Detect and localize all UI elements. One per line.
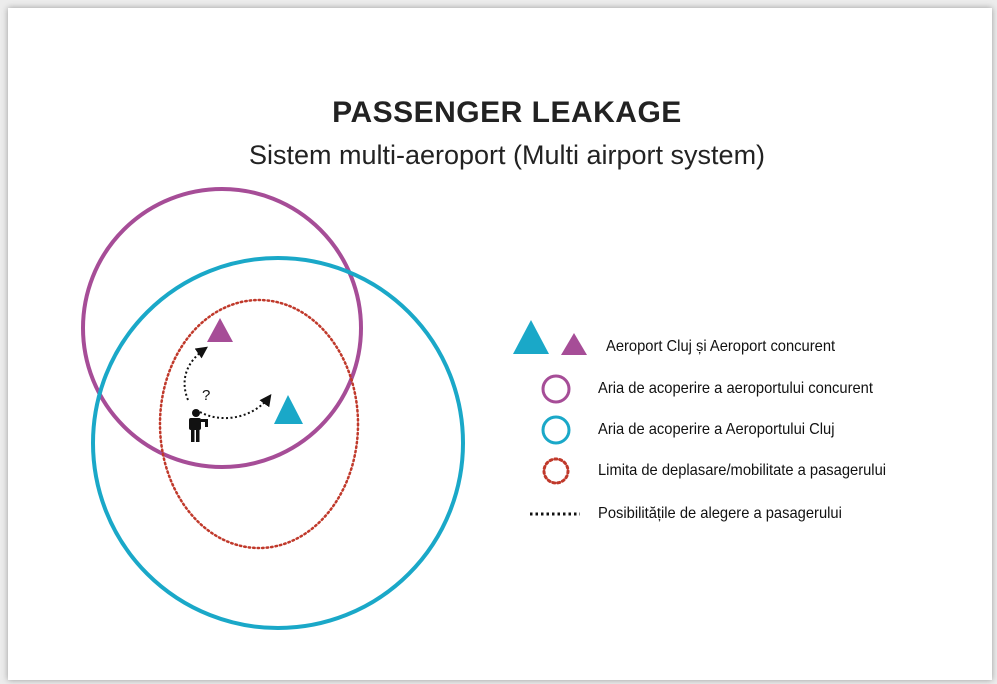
legend-label-airports: Aeroport Cluj și Aeroport concurent: [606, 338, 836, 355]
legend-cluj-triangle-icon: [513, 320, 549, 354]
competitor-airport-triangle: [207, 318, 233, 342]
mobility-limit-circle: [158, 298, 360, 550]
question-mark: ?: [202, 387, 210, 404]
legend-competitor-triangle-icon: [561, 333, 587, 355]
legend-cluj-circle-icon: [541, 415, 571, 445]
cluj-coverage-circle: [91, 256, 465, 630]
competitor-coverage-circle: [81, 187, 363, 469]
choice-arrow-competitor: [183, 346, 208, 401]
passenger-icon: [189, 409, 208, 442]
legend-label-mobility-limit: Limita de deplasare/mobilitate a pasager…: [598, 462, 887, 479]
cluj-airport-triangle: [274, 395, 303, 424]
choice-arrow-cluj: [199, 394, 272, 419]
diagram-subtitle: Sistem multi-aeroport (Multi airport sys…: [248, 140, 766, 170]
legend-mobility-circle-icon: [542, 457, 570, 485]
legend-label-cluj-coverage: Aria de acoperire a Aeroportului Cluj: [598, 421, 835, 438]
legend-label-competitor-coverage: Aria de acoperire a aeroportului concure…: [598, 380, 873, 397]
legend-competitor-circle-icon: [541, 374, 571, 404]
diagram-title: PASSENGER LEAKAGE: [332, 96, 682, 129]
legend-label-choice: Posibilitățile de alegere a pasagerului: [598, 505, 842, 522]
figure-card: [8, 8, 992, 680]
